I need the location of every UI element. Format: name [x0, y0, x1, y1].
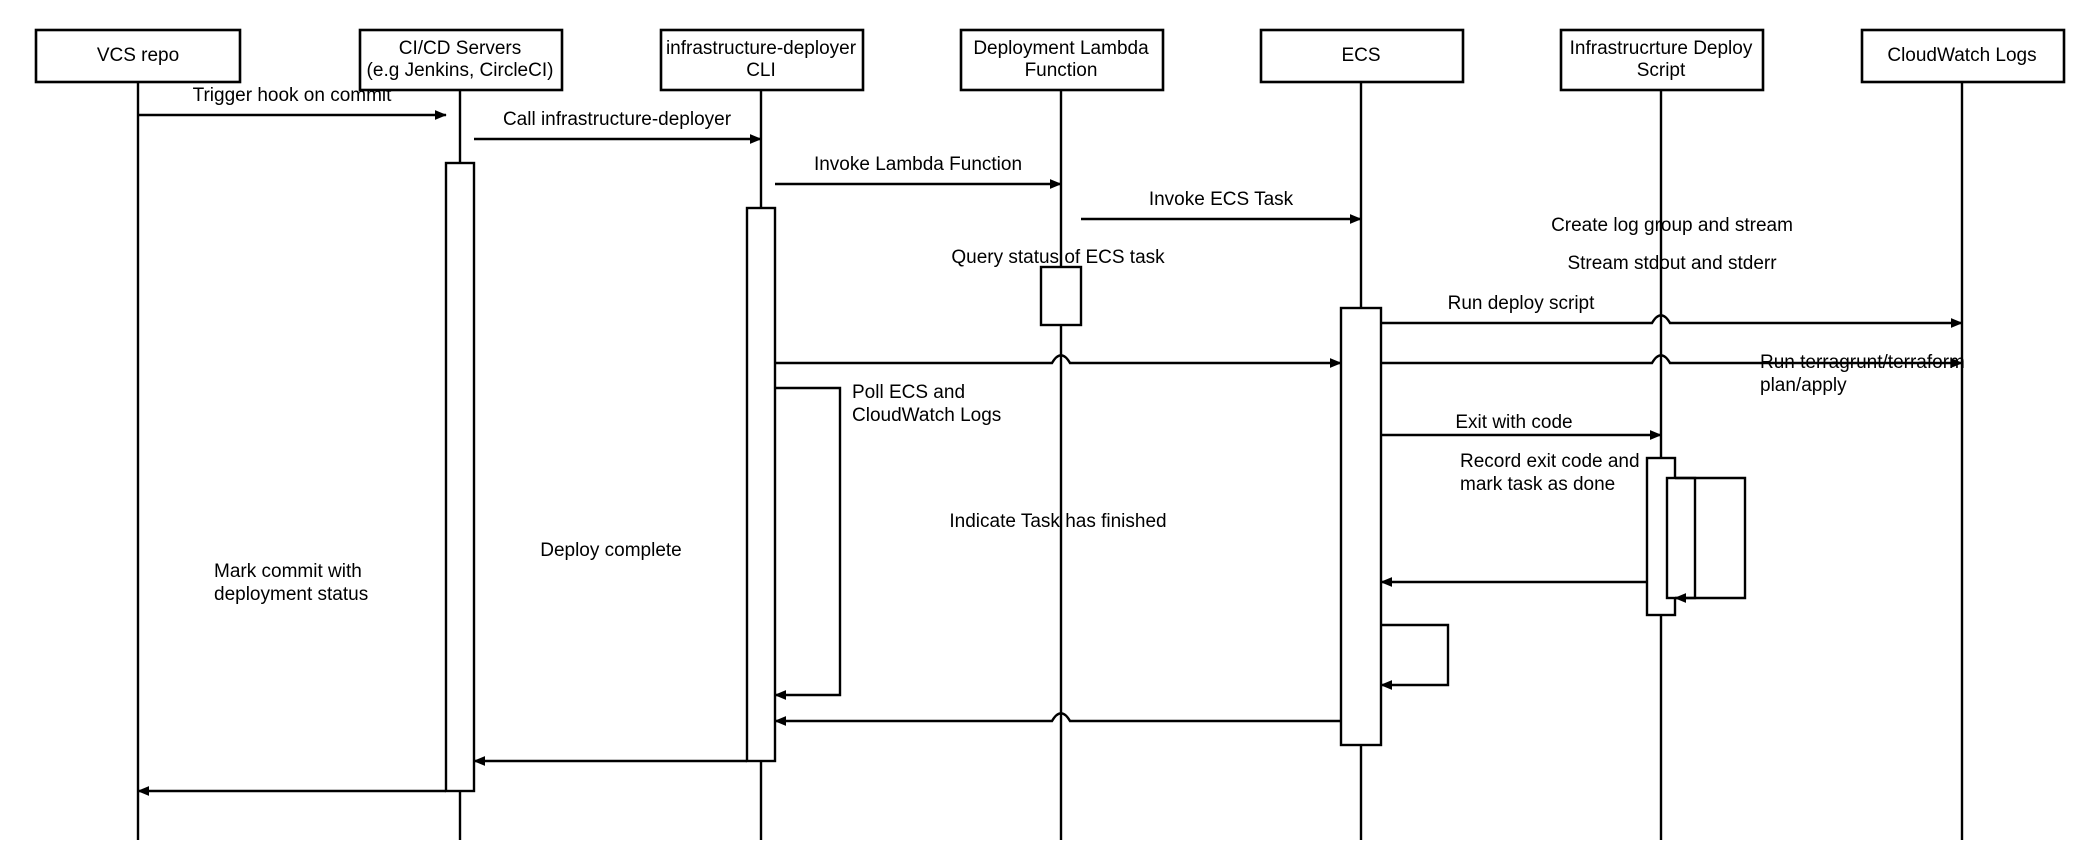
- participant-label-logs: CloudWatch Logs: [1887, 45, 2036, 66]
- message-label-m10: Exit with code: [1455, 412, 1572, 433]
- message-m10[interactable]: Exit with code: [1380, 412, 1647, 587]
- participant-vcs[interactable]: VCS repo: [34, 28, 242, 84]
- participants-layer: VCS repo CI/CD Servers(e.g Jenkins, Circl…: [34, 28, 2066, 92]
- message-arrow-m7: [1381, 354, 1963, 368]
- message-label-m11: mark task as done: [1460, 474, 1615, 495]
- message-label-m5: Create log group and stream: [1551, 215, 1793, 236]
- self-message-arrow-m9: [1674, 476, 1747, 603]
- message-m3[interactable]: Invoke Lambda Function: [775, 154, 1062, 189]
- participant-box-ecs: [1259, 28, 1465, 84]
- message-arrow-m5: [1381, 314, 1963, 328]
- message-label-m9: Run terragrunt/terraform: [1760, 352, 1965, 373]
- message-label-m8: Run deploy script: [1448, 293, 1596, 314]
- message-arrow-m13: [774, 712, 1341, 726]
- message-m1[interactable]: Trigger hook on commit: [138, 85, 447, 120]
- message-label-m3: Invoke Lambda Function: [814, 154, 1022, 175]
- message-label-m11: Record exit code and: [1460, 451, 1640, 472]
- message-m2[interactable]: Call infrastructure-deployer: [474, 109, 762, 144]
- participant-box-cicd: [358, 28, 564, 92]
- message-label-m6: Query status of ECS task: [951, 247, 1165, 268]
- message-m4[interactable]: Invoke ECS Task: [1081, 189, 1362, 224]
- participant-cicd[interactable]: CI/CD Servers(e.g Jenkins, CircleCI): [358, 28, 564, 92]
- message-label-m14: Deploy complete: [540, 540, 682, 561]
- participant-label-deploy: Infrastrucrture Deploy: [1570, 38, 1753, 59]
- participant-label-lambda: Function: [1025, 60, 1098, 81]
- participant-box-deploy: [1559, 28, 1765, 92]
- message-arrow-m6: [775, 354, 1342, 368]
- participant-box-lambda: [959, 28, 1165, 92]
- participant-ecs[interactable]: ECS: [1259, 28, 1465, 84]
- participant-box-logs: [1860, 28, 2066, 84]
- activation-bar-deploy: [1665, 476, 1697, 600]
- message-m7[interactable]: Stream stdout and stderr: [1381, 253, 1963, 368]
- message-label-m9: plan/apply: [1760, 375, 1847, 396]
- participant-label-vcs: VCS repo: [97, 45, 179, 66]
- participant-label-cli: infrastructure-deployer: [666, 38, 857, 59]
- message-label-m2: Call infrastructure-deployer: [503, 109, 732, 130]
- message-label-m12: CloudWatch Logs: [852, 405, 1001, 426]
- participant-box-vcs: [34, 28, 242, 84]
- lifelines-layer: [136, 82, 1964, 840]
- participant-label-cicd: CI/CD Servers: [399, 38, 521, 59]
- message-m5[interactable]: Create log group and stream: [1381, 215, 1963, 328]
- message-label-m4: Invoke ECS Task: [1149, 189, 1294, 210]
- participant-label-deploy: Script: [1637, 60, 1686, 81]
- message-m14[interactable]: Deploy complete: [473, 540, 747, 766]
- message-label-m1: Trigger hook on commit: [193, 85, 393, 106]
- participant-box-cli: [659, 28, 865, 92]
- message-label-m15: deployment status: [214, 584, 368, 605]
- message-label-m13: Indicate Task has finished: [949, 511, 1166, 532]
- self-message-arrow-m12: [774, 386, 842, 700]
- participant-logs[interactable]: CloudWatch Logs: [1860, 28, 2066, 84]
- message-label-m7: Stream stdout and stderr: [1567, 253, 1777, 274]
- activations-layer: [444, 161, 1697, 793]
- activation-bar-ecs: [1339, 306, 1383, 747]
- message-label-m15: Mark commit with: [214, 561, 362, 582]
- participant-label-lambda: Deployment Lambda: [973, 38, 1149, 59]
- activation-bar-lambda: [1039, 265, 1083, 327]
- message-m13[interactable]: Indicate Task has finished: [774, 511, 1341, 726]
- activation-bar-cicd: [444, 161, 476, 793]
- message-label-m12: Poll ECS and: [852, 382, 965, 403]
- activation-bar-cli: [745, 206, 777, 763]
- participant-label-ecs: ECS: [1341, 45, 1380, 66]
- self-message-arrow-m11: [1380, 623, 1450, 690]
- message-m6[interactable]: Query status of ECS task: [775, 247, 1342, 368]
- participant-label-cicd: (e.g Jenkins, CircleCI): [367, 60, 554, 81]
- participant-label-cli: CLI: [746, 60, 776, 81]
- message-m8[interactable]: Run deploy script: [1381, 293, 1662, 440]
